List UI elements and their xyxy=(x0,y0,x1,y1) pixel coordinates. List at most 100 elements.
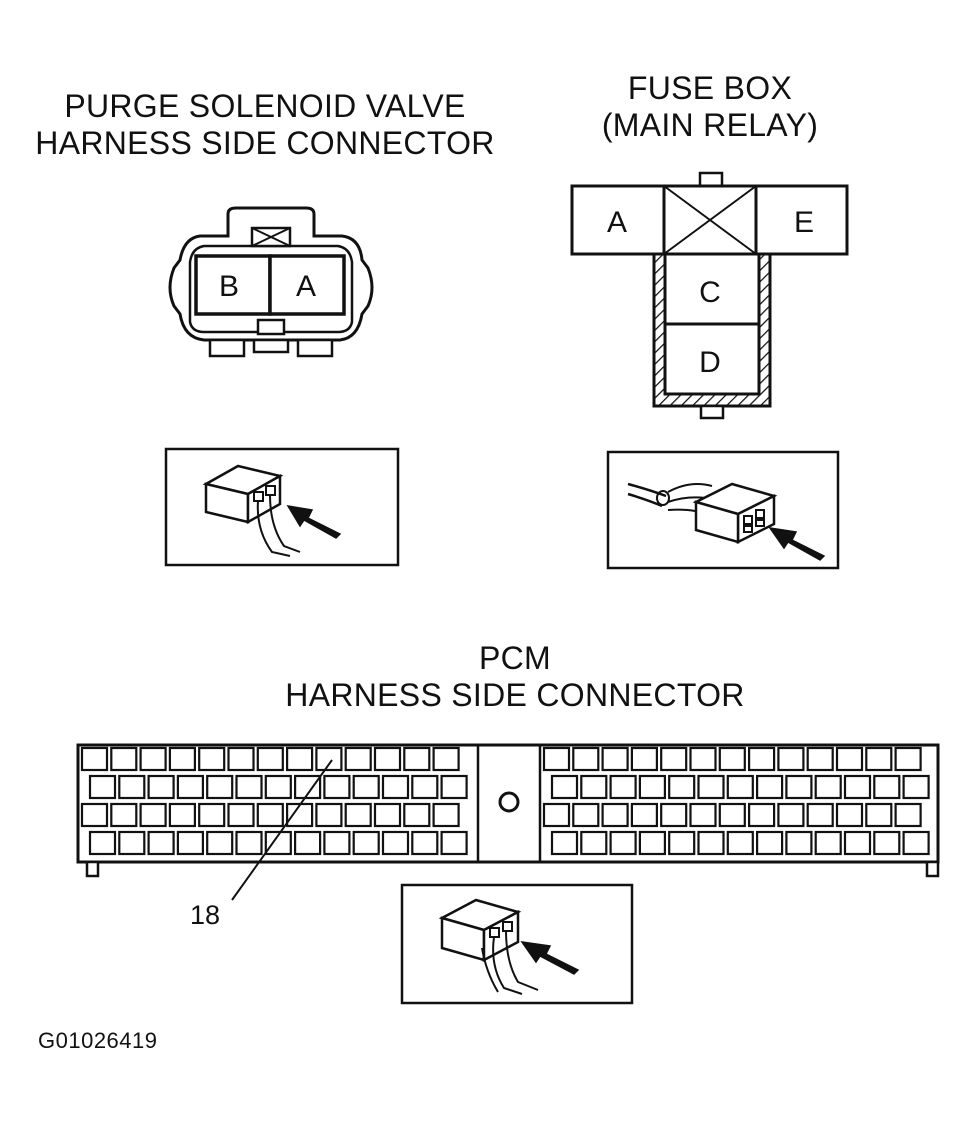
pin-18-leader-line xyxy=(231,759,333,901)
pcm-pin-cavity xyxy=(726,830,754,856)
purge-title-line2: HARNESS SIDE CONNECTOR xyxy=(35,125,495,161)
pcm-pin-cavity xyxy=(572,802,600,828)
pcm-pin-cavity xyxy=(139,802,167,828)
pcm-pin-cavity xyxy=(609,830,637,856)
pcm-pin-cavity xyxy=(110,746,138,772)
pcm-pin-cavity xyxy=(315,746,343,772)
pcm-pin-cavity xyxy=(411,774,439,800)
pcm-pin-cavity xyxy=(88,830,117,856)
pcm-pin-cavity xyxy=(344,746,372,772)
pcm-pin-cavity xyxy=(894,802,922,828)
pcm-pin-cavity xyxy=(755,774,784,800)
pcm-pin-cavity xyxy=(411,830,439,856)
pcm-pin-cavity xyxy=(432,746,460,772)
purge-probe-inset xyxy=(164,447,400,567)
pcm-pin-cavity xyxy=(785,830,813,856)
pcm-pin-cavity xyxy=(697,774,725,800)
pcm-pin-cavity xyxy=(814,774,842,800)
pcm-pin-cavity xyxy=(323,774,351,800)
pcm-pin-cavity xyxy=(118,774,146,800)
pcm-pin-cavity xyxy=(726,774,754,800)
pcm-pin-cavity xyxy=(873,774,901,800)
pcm-pin-cavity xyxy=(373,746,402,772)
pcm-pin-cavity xyxy=(440,830,468,856)
purge-connector-face xyxy=(168,206,374,358)
pcm-pin-cavity xyxy=(315,802,343,828)
fuse-title-line1: FUSE BOX xyxy=(627,70,793,106)
pcm-pin-cavity xyxy=(718,802,746,828)
pcm-pin-cavity xyxy=(572,746,600,772)
purge-title-line1: PURGE SOLENOID VALVE xyxy=(64,88,466,124)
pcm-pin-cavity xyxy=(601,802,629,828)
pcm-pin-cavity xyxy=(638,774,667,800)
pcm-pin-cavity xyxy=(432,802,460,828)
pcm-pin-cavity xyxy=(352,830,380,856)
pcm-pin-cavity xyxy=(352,774,380,800)
pcm-pin-cavity xyxy=(550,830,579,856)
pcm-pin-cavity xyxy=(147,830,175,856)
pcm-pin-cavity xyxy=(718,746,746,772)
pcm-pin-cavity xyxy=(381,774,410,800)
pcm-pin-cavity xyxy=(865,802,893,828)
pcm-pin-cavity xyxy=(550,774,579,800)
pcm-pin-cavity xyxy=(264,830,292,856)
pcm-pin-cavity xyxy=(755,830,784,856)
pcm-pin-cavity xyxy=(440,774,468,800)
pcm-title-line1: PCM xyxy=(478,640,551,676)
pcm-pin-cavity xyxy=(814,830,842,856)
fuse-terminal-c: C xyxy=(699,276,721,309)
pcm-pin-cavity xyxy=(294,830,322,856)
pcm-pin-cavity xyxy=(689,746,717,772)
pcm-pin-cavity xyxy=(147,774,175,800)
pcm-pin-cavity xyxy=(403,746,431,772)
pcm-pin-cavity xyxy=(894,746,922,772)
pcm-pin-cavity xyxy=(176,830,204,856)
pcm-pin-cavity xyxy=(542,746,571,772)
pcm-pin-callout-18: 18 xyxy=(190,900,221,930)
pcm-pin-cavity xyxy=(344,802,372,828)
pcm-pin-cavity xyxy=(609,774,637,800)
pcm-pin-cavity xyxy=(256,802,284,828)
pcm-pin-cavity xyxy=(198,802,226,828)
pcm-pin-cavity xyxy=(403,802,431,828)
pcm-pin-cavity xyxy=(235,774,263,800)
pcm-title-line2: HARNESS SIDE CONNECTOR xyxy=(285,677,745,713)
pcm-pin-cavity xyxy=(630,746,659,772)
fuse-title-line2: (MAIN RELAY) xyxy=(601,107,819,143)
pcm-pin-cavity xyxy=(227,802,255,828)
pcm-pin-cavity xyxy=(638,830,667,856)
pcm-pin-cavity xyxy=(88,774,117,800)
pcm-pin-cavity xyxy=(777,746,805,772)
pcm-pin-cavity xyxy=(806,746,834,772)
pcm-pin-cavity xyxy=(689,802,717,828)
pcm-pin-cavity xyxy=(806,802,834,828)
pcm-pin-cavity xyxy=(843,774,872,800)
diagram-id: G01026419 xyxy=(38,1028,158,1053)
pcm-pin-cavity xyxy=(660,802,688,828)
pcm-pin-cavity xyxy=(873,830,901,856)
pcm-pin-cavity xyxy=(264,774,292,800)
pcm-pin-cavity xyxy=(381,830,410,856)
pcm-pin-cavity xyxy=(697,830,725,856)
fuse-terminal-a: A xyxy=(607,206,627,239)
pcm-pin-cavity xyxy=(835,802,864,828)
pcm-pin-cavity xyxy=(294,774,322,800)
pcm-pin-cavity xyxy=(235,830,263,856)
fuse-probe-inset xyxy=(606,450,840,570)
pcm-pin-cavity xyxy=(542,802,571,828)
pcm-pin-cavity xyxy=(198,746,226,772)
pcm-pin-cavity xyxy=(580,830,608,856)
pcm-pin-cavity xyxy=(747,746,776,772)
pcm-pin-cavity xyxy=(902,774,930,800)
pcm-pin-cavity xyxy=(630,802,659,828)
pcm-pin-cavity xyxy=(118,830,146,856)
pcm-pin-cavity xyxy=(668,774,696,800)
fuse-terminal-e: E xyxy=(794,206,814,239)
pcm-pin-cavity xyxy=(777,802,805,828)
pcm-pin-cavity xyxy=(747,802,776,828)
pcm-pin-cavity xyxy=(902,830,930,856)
pcm-pin-cavity xyxy=(835,746,864,772)
pcm-pin-cavity xyxy=(139,746,167,772)
fuse-box-face xyxy=(570,171,849,420)
